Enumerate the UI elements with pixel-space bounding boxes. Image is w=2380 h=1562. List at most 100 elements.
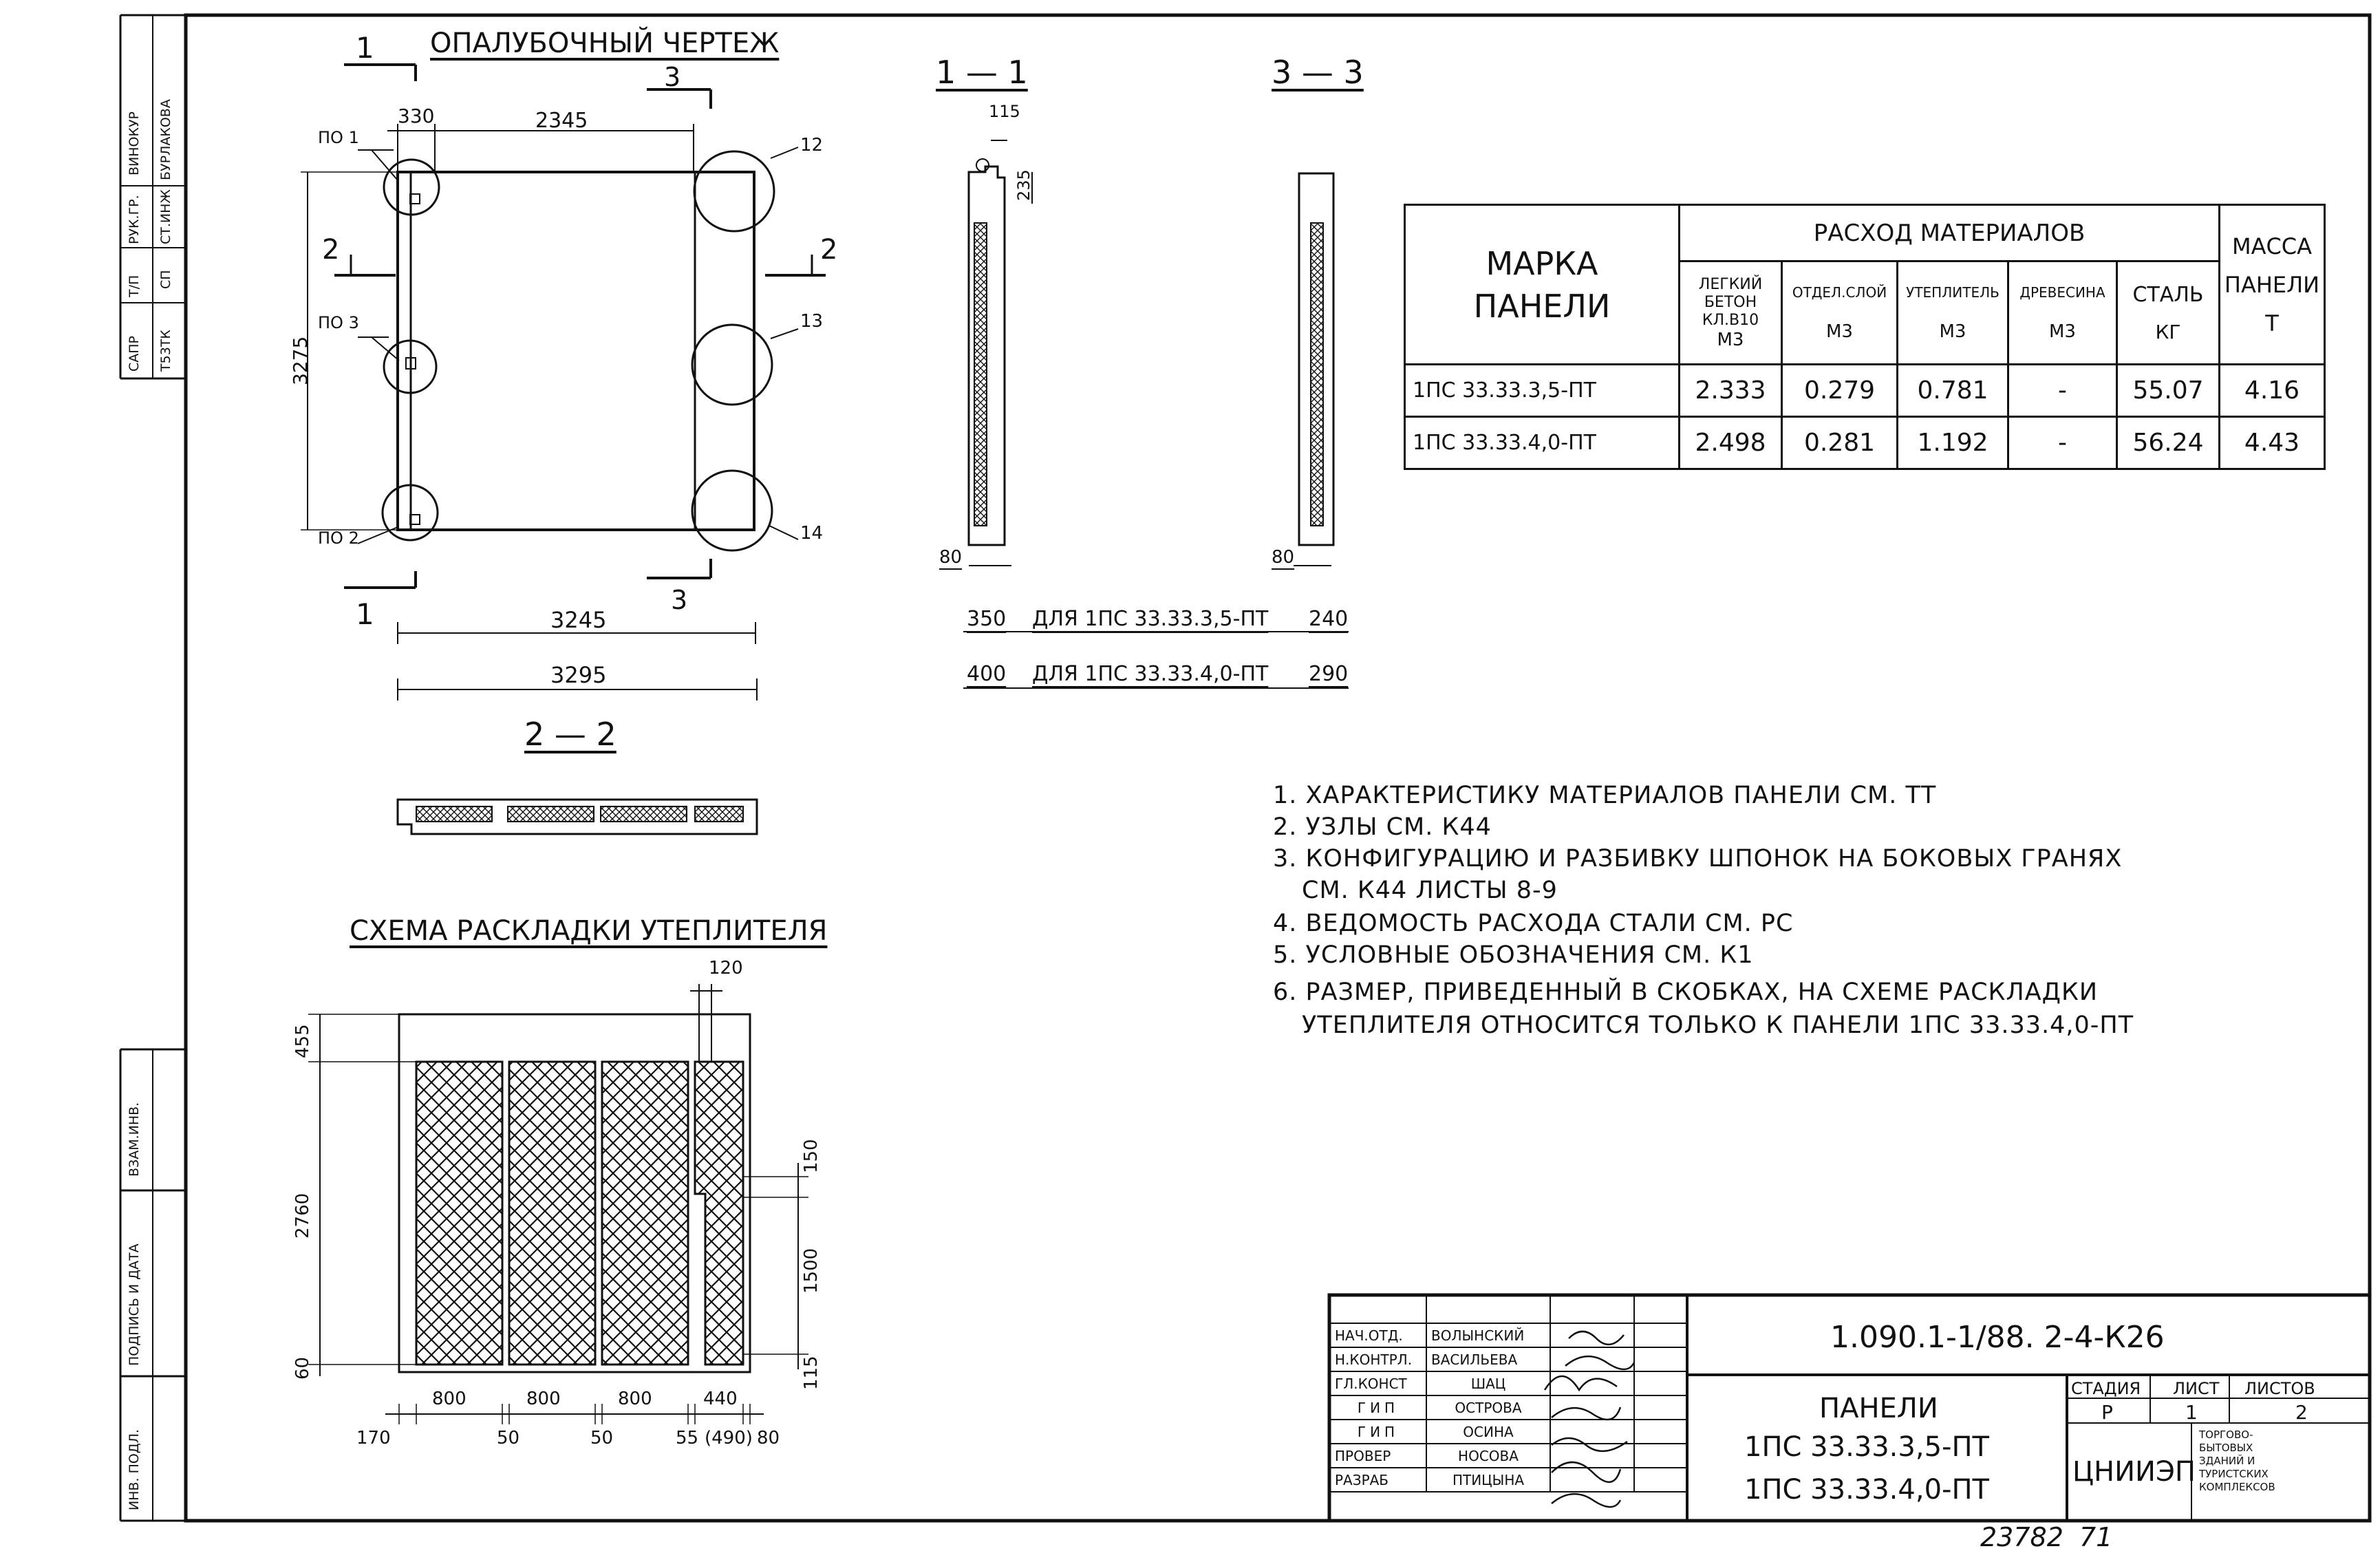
- sheet-value: 1: [2185, 1401, 2198, 1424]
- section-33-title: 3 — 3: [1272, 54, 1364, 91]
- sheets-value: 2: [2295, 1401, 2308, 1424]
- sheet-frame: [184, 13, 2372, 1523]
- col-concrete: ЛЕГКИЙ БЕТОН КЛ.В10 М3: [1678, 260, 1783, 365]
- signature-row: НАЧ.ОТД.ВОЛЫНСКИЙ: [1329, 1323, 1688, 1348]
- dim-2345: 2345: [535, 109, 588, 133]
- side-signature-date: ПОДПИСЬ И ДАТА: [127, 1243, 142, 1366]
- variant-2-text: ДЛЯ 1ПС 33.33.4,0-ПТ: [1032, 662, 1269, 686]
- note-5: 5. УСЛОВНЫЕ ОБОЗНАЧЕНИЯ СМ. К1: [1273, 941, 1754, 969]
- page-number: 71: [2079, 1522, 2113, 1552]
- callout-po3: ПО 3: [318, 313, 359, 332]
- header-mass: МАССА ПАНЕЛИ Т: [2218, 204, 2326, 365]
- stamp-title-3: 1ПС 33.33.4,0-ПТ: [1744, 1474, 1989, 1506]
- side-name-2: СП: [158, 270, 173, 289]
- ins-bottom-800-1: 800: [432, 1389, 467, 1409]
- side-role-4: ВИНОКУР: [127, 111, 142, 175]
- cut-3-bottom: 3: [671, 585, 688, 615]
- org-name: ЦНИИЭП: [2072, 1456, 2196, 1488]
- section-11-title: 1 — 1: [936, 54, 1028, 91]
- section-dim-80-left: 80: [939, 547, 963, 568]
- side-name-3: СТ.ИНЖ: [158, 189, 173, 244]
- variant-1-left: 350: [967, 607, 1007, 631]
- sheets-header: ЛИСТОВ: [2244, 1379, 2315, 1398]
- col-finish: ОТДЕЛ.СЛОЙ М3: [1781, 260, 1898, 365]
- side-role-2: Т/П: [127, 275, 142, 297]
- table-row: 1ПС 33.33.4,0-ПТ 2.498 0.281 1.192 - 56.…: [1404, 416, 2326, 470]
- section-33-shape: [1298, 172, 1335, 546]
- section-22-title: 2 — 2: [524, 716, 617, 753]
- signature-row: Н.КОНТРЛ.ВАСИЛЬЕВА: [1329, 1347, 1688, 1372]
- ins-dim-115: 115: [801, 1356, 822, 1390]
- side-original-inv: ИНВ. ПОДЛ.: [127, 1429, 142, 1510]
- note-4: 4. ВЕДОМОСТЬ РАСХОДА СТАЛИ СМ. РС: [1273, 910, 1794, 937]
- header-mark: МАРКА ПАНЕЛИ: [1404, 204, 1680, 365]
- ins-bottom-80: 80: [757, 1428, 780, 1448]
- note-3: 3. КОНФИГУРАЦИЮ И РАЗБИВКУ ШПОНОК НА БОК…: [1273, 845, 2123, 873]
- ins-dim-2760: 2760: [292, 1192, 313, 1239]
- ins-dim-455: 455: [292, 1024, 313, 1058]
- ins-dim-120: 120: [709, 958, 743, 978]
- org-description: ТОРГОВО- БЫТОВЫХ ЗДАНИЙ И ТУРИСТСКИХ КОМ…: [2199, 1429, 2275, 1493]
- dim-3275: 3275: [289, 336, 312, 385]
- stamp-frame: [1327, 1293, 2372, 1523]
- ins-bottom-50-1: 50: [497, 1428, 520, 1448]
- col-insulation: УТЕПЛИТЕЛЬ М3: [1896, 260, 2009, 365]
- variant-1-right: 240: [1309, 607, 1349, 631]
- ins-dim-1500: 1500: [801, 1248, 822, 1294]
- callout-po1: ПО 1: [318, 128, 359, 147]
- ins-bottom-800-2: 800: [526, 1389, 561, 1409]
- note-2: 2. УЗЛЫ СМ. К44: [1273, 813, 1492, 841]
- note-1: 1. ХАРАКТЕРИСТИКУ МАТЕРИАЛОВ ПАНЕЛИ СМ. …: [1273, 782, 1937, 809]
- note-6: 6. РАЗМЕР, ПРИВЕДЕННЫЙ В СКОБКАХ, НА СХЕ…: [1273, 978, 2099, 1006]
- stage-header: СТАДИЯ: [2071, 1379, 2141, 1398]
- cut-1-top: 1: [356, 31, 374, 65]
- dim-3295: 3295: [550, 662, 607, 688]
- stamp-title-2: 1ПС 33.33.3,5-ПТ: [1744, 1431, 1989, 1463]
- col-wood: ДРЕВЕСИНА М3: [2007, 260, 2118, 365]
- cut-2-right: 2: [820, 234, 838, 266]
- formwork-title: ОПАЛУБОЧНЫЙ ЧЕРТЕЖ: [430, 28, 780, 59]
- callout-13: 13: [800, 311, 824, 332]
- ins-bottom-50-2: 50: [590, 1428, 614, 1448]
- section-22-shape: [396, 798, 758, 835]
- inventory-number: 23782: [1980, 1522, 2063, 1552]
- formwork-outline: [396, 171, 755, 531]
- col-steel: СТАЛЬ КГ: [2116, 260, 2220, 365]
- side-replaced-inv: ВЗАМ.ИНВ.: [127, 1102, 142, 1177]
- variant-2-left: 400: [967, 662, 1007, 686]
- ins-bottom-170: 170: [356, 1428, 391, 1448]
- variant-1-text: ДЛЯ 1ПС 33.33.3,5-ПТ: [1032, 607, 1269, 631]
- variant-2-right: 290: [1309, 662, 1349, 686]
- ins-bottom-55: 55: [676, 1428, 699, 1448]
- ins-dim-60: 60: [292, 1356, 313, 1380]
- table-row: 1ПС 33.33.3,5-ПТ 2.333 0.279 0.781 - 55.…: [1404, 363, 2326, 418]
- note-6-cont: УТЕПЛИТЕЛЯ ОТНОСИТСЯ ТОЛЬКО К ПАНЕЛИ 1ПС…: [1302, 1012, 2134, 1039]
- ins-bottom-440: 440: [703, 1389, 738, 1409]
- section-dim-80-right: 80: [1272, 547, 1295, 568]
- cut-2-left: 2: [322, 234, 340, 266]
- stamp-title-1: ПАНЕЛИ: [1819, 1393, 1938, 1424]
- side-name-4: БУРЛАКОВА: [158, 99, 173, 180]
- cut-3-top: 3: [664, 62, 681, 92]
- side-name-1: Т53ТК: [158, 330, 173, 372]
- callout-14: 14: [800, 523, 824, 544]
- dim-3245: 3245: [550, 607, 607, 633]
- callout-po2: ПО 2: [318, 528, 359, 548]
- section-dim-235: 235: [1014, 169, 1033, 201]
- side-role-1: САПР: [127, 335, 142, 372]
- ins-bottom-490: (490): [705, 1428, 753, 1448]
- ins-bottom-800-3: 800: [618, 1389, 652, 1409]
- signature-table: НАЧ.ОТД.ВОЛЫНСКИЙ Н.КОНТРЛ.ВАСИЛЬЕВА ГЛ.…: [1329, 1295, 1688, 1493]
- note-3-cont: СМ. К44 ЛИСТЫ 8-9: [1302, 877, 1558, 904]
- sheet-header: ЛИСТ: [2173, 1379, 2220, 1398]
- dim-330: 330: [398, 105, 435, 127]
- stage-value: Р: [2101, 1401, 2113, 1424]
- insulation-title: СХЕМА РАСКЛАДКИ УТЕПЛИТЕЛЯ: [350, 915, 828, 947]
- insulation-outline: [398, 1013, 751, 1373]
